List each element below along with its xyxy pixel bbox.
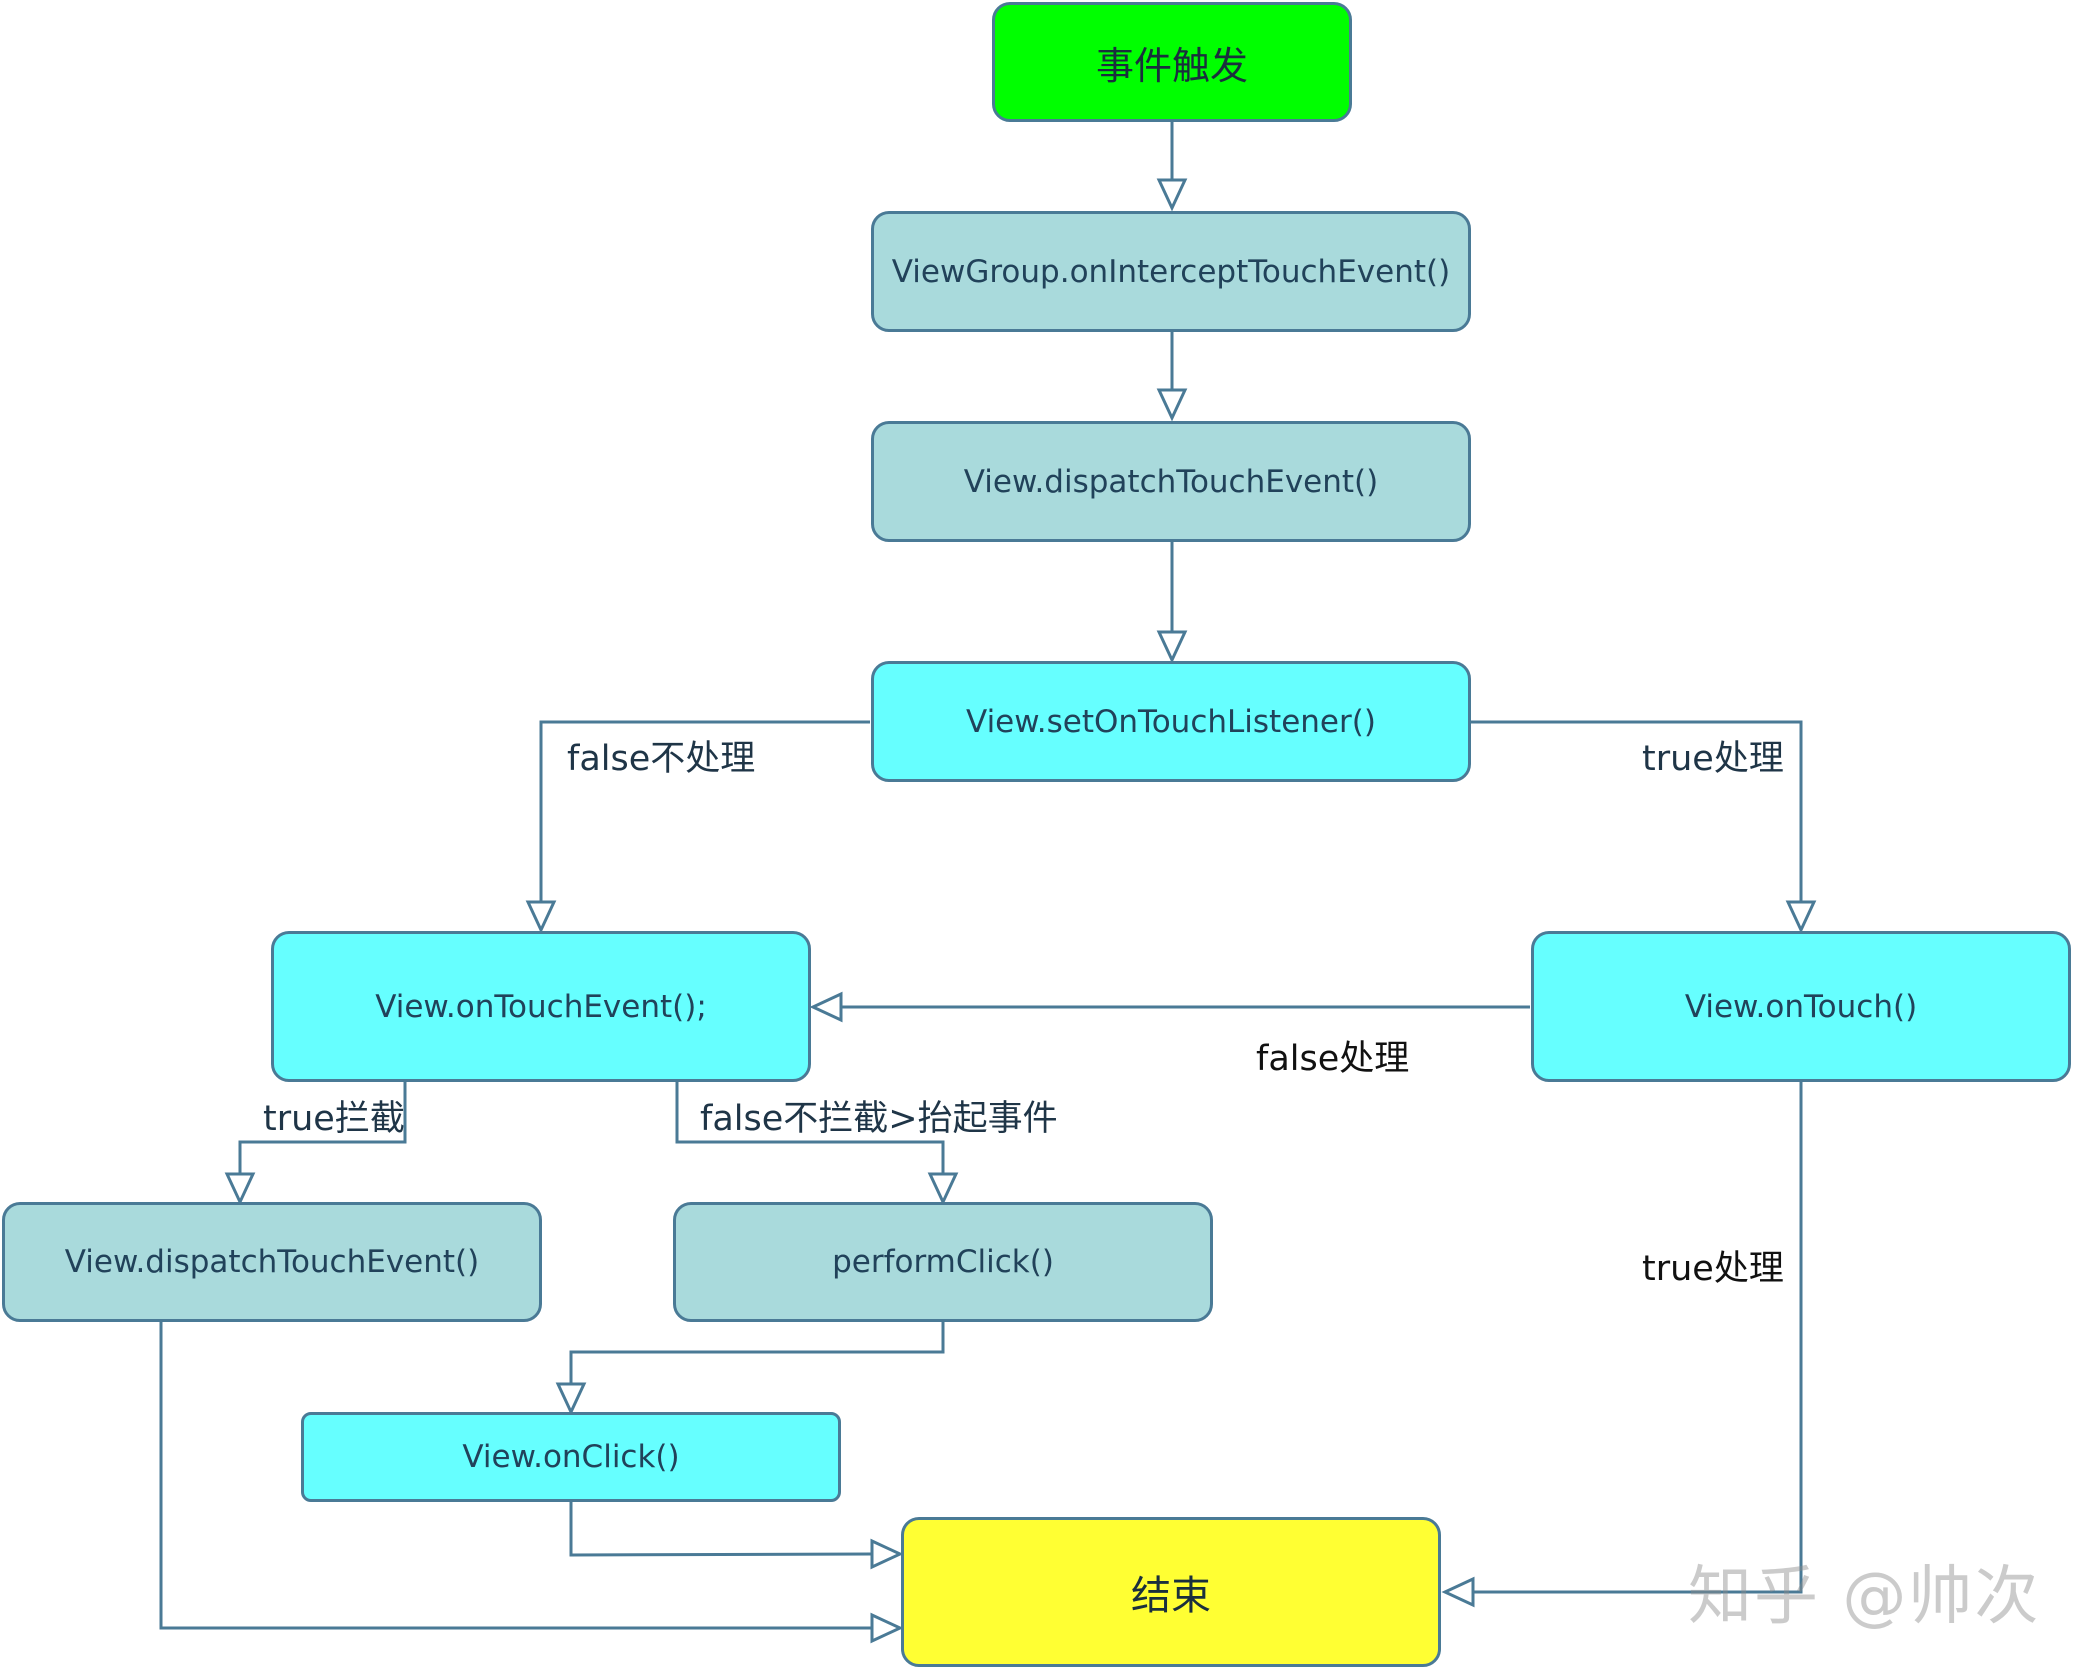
node-on-touch-event: View.onTouchEvent(); <box>271 931 811 1082</box>
node-intercept-label: ViewGroup.onInterceptTouchEvent() <box>891 253 1451 290</box>
node-dispatch-touch-event-child-label: View.dispatchTouchEvent() <box>64 1244 480 1280</box>
arrowhead <box>1156 178 1188 212</box>
node-end: 结束 <box>901 1517 1441 1667</box>
arrowhead <box>809 991 843 1023</box>
node-on-click: View.onClick() <box>301 1412 841 1502</box>
connector-onclick-end <box>569 1502 873 1557</box>
node-start-label: 事件触发 <box>1095 43 1248 88</box>
connector-listener-ontouch <box>1471 720 1803 902</box>
arrowhead <box>870 1612 904 1644</box>
arrowhead <box>525 900 557 934</box>
arrowhead <box>1156 388 1188 422</box>
arrowhead <box>1156 630 1188 664</box>
connector-listener-ontouchevent <box>539 720 870 902</box>
arrowhead <box>870 1538 904 1570</box>
node-dispatch-touch-event-child: View.dispatchTouchEvent() <box>2 1202 542 1322</box>
label-false-not-handle: false不处理 <box>567 739 756 779</box>
node-on-touch-event-label: View.onTouchEvent(); <box>375 988 707 1025</box>
node-on-click-label: View.onClick() <box>462 1439 680 1475</box>
watermark: 知乎 @帅次 <box>1688 1560 2041 1634</box>
node-start: 事件触发 <box>992 2 1352 122</box>
connector-ontouch-end <box>1473 1082 1803 1594</box>
arrowhead <box>1785 900 1817 934</box>
node-dispatch-touch-event: View.dispatchTouchEvent() <box>871 421 1471 542</box>
arrowhead <box>927 1172 959 1206</box>
connector-ontouchevent-performclick <box>675 1082 945 1174</box>
connector-performclick-onclick <box>569 1322 945 1384</box>
node-intercept: ViewGroup.onInterceptTouchEvent() <box>871 211 1471 332</box>
node-perform-click-label: performClick() <box>832 1244 1054 1280</box>
node-end-label: 结束 <box>1131 1573 1211 1619</box>
node-perform-click: performClick() <box>673 1202 1213 1322</box>
label-true-intercept: true拦截 <box>263 1099 405 1139</box>
label-false-handle: false处理 <box>1256 1039 1410 1079</box>
node-set-on-touch-listener-label: View.setOnTouchListener() <box>966 703 1376 740</box>
node-dispatch-touch-event-label: View.dispatchTouchEvent() <box>963 463 1379 500</box>
connector-ontouchevent-dispatch <box>238 1082 407 1174</box>
label-true-handle-top: true处理 <box>1642 739 1784 779</box>
arrowhead <box>555 1382 587 1416</box>
node-set-on-touch-listener: View.setOnTouchListener() <box>871 661 1471 782</box>
arrowhead <box>1441 1576 1475 1608</box>
node-on-touch: View.onTouch() <box>1531 931 2071 1082</box>
label-false-not-intercept: false不拦截>抬起事件 <box>700 1099 1058 1139</box>
node-on-touch-label: View.onTouch() <box>1684 988 1918 1025</box>
connector-dispatch-end <box>159 1322 872 1630</box>
label-true-handle-bottom: true处理 <box>1642 1249 1784 1289</box>
arrowhead <box>224 1172 256 1206</box>
